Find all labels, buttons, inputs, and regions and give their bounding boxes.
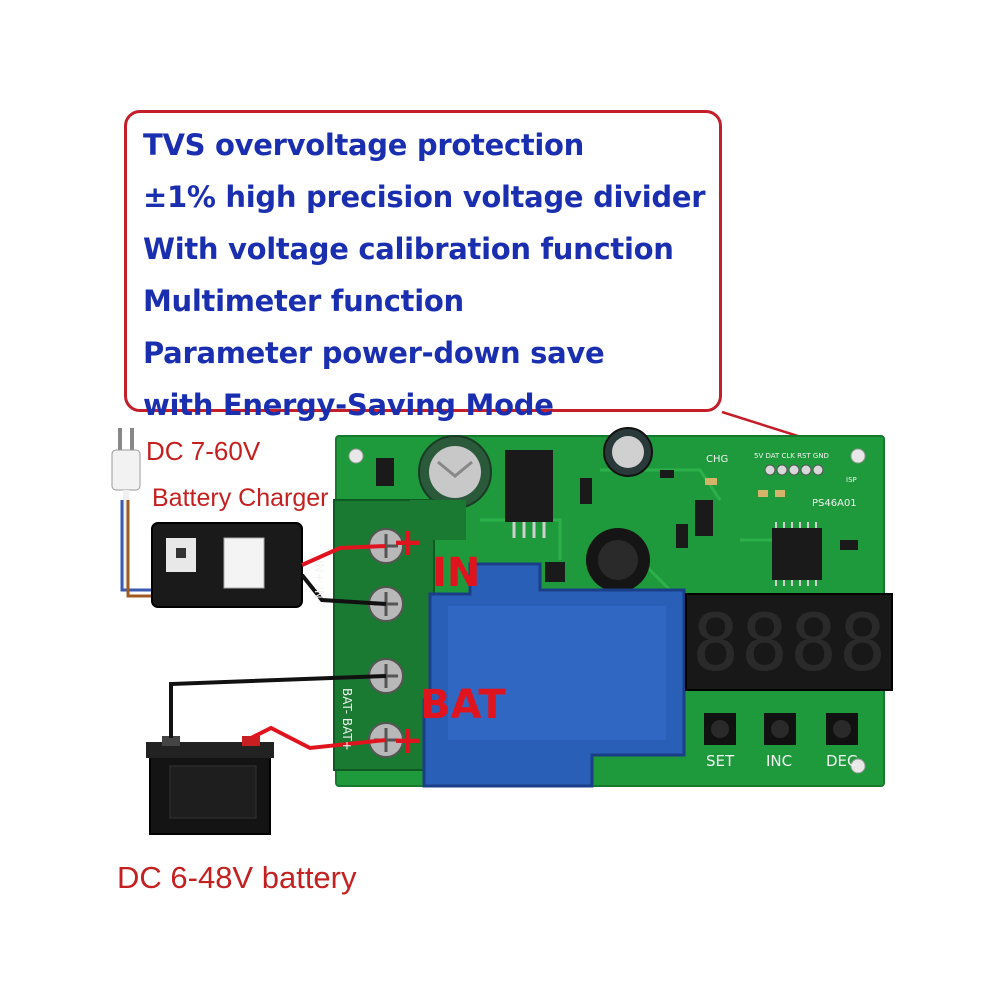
feature-power-down-save: Parameter power-down save <box>143 336 605 370</box>
feature-energy-saving: with Energy-Saving Mode <box>143 388 554 422</box>
relay-cover <box>422 562 686 788</box>
isp-header <box>764 464 824 476</box>
microcontroller <box>772 528 822 580</box>
regulator-ic <box>505 450 553 522</box>
feature-voltage-divider: ±1% high precision voltage divider <box>143 180 706 214</box>
button-dec-label: DEC <box>826 752 858 770</box>
push-buttons <box>704 713 858 745</box>
car-battery <box>146 736 274 835</box>
bat-label: BAT <box>420 682 506 728</box>
dc-input-label: DC 7-60V <box>146 436 261 466</box>
plus-in-icon: + <box>392 520 424 564</box>
power-plug <box>111 428 141 590</box>
isp-label: ISP <box>846 476 857 484</box>
button-set-label: SET <box>706 752 735 770</box>
display-digits: 8888 <box>692 599 888 689</box>
charger-label: Battery Charger <box>152 484 329 512</box>
terminal-in-label: IN+ IN- <box>312 560 326 604</box>
feature-callout: TVS overvoltage protection ±1% high prec… <box>124 110 722 422</box>
seven-segment-display <box>685 593 893 691</box>
terminal-bat-label: BAT- BAT+ <box>340 688 354 751</box>
button-inc-label: INC <box>766 752 793 770</box>
inductor <box>586 528 650 592</box>
in-label: IN <box>432 550 481 596</box>
plus-bat-icon: + <box>392 718 424 762</box>
battery-label: DC 6-48V battery <box>117 860 357 895</box>
feature-calibration: With voltage calibration function <box>143 232 674 266</box>
capacitor-large <box>418 435 492 509</box>
board-model: PS46A01 <box>812 498 857 509</box>
capacitor-small <box>603 427 653 477</box>
chg-led-label: CHG <box>706 454 729 465</box>
header-pins-label: 5V DAT CLK RST GND <box>754 452 829 460</box>
battery-charger <box>151 522 303 608</box>
feature-multimeter: Multimeter function <box>143 284 464 318</box>
feature-tvs: TVS overvoltage protection <box>143 128 585 162</box>
